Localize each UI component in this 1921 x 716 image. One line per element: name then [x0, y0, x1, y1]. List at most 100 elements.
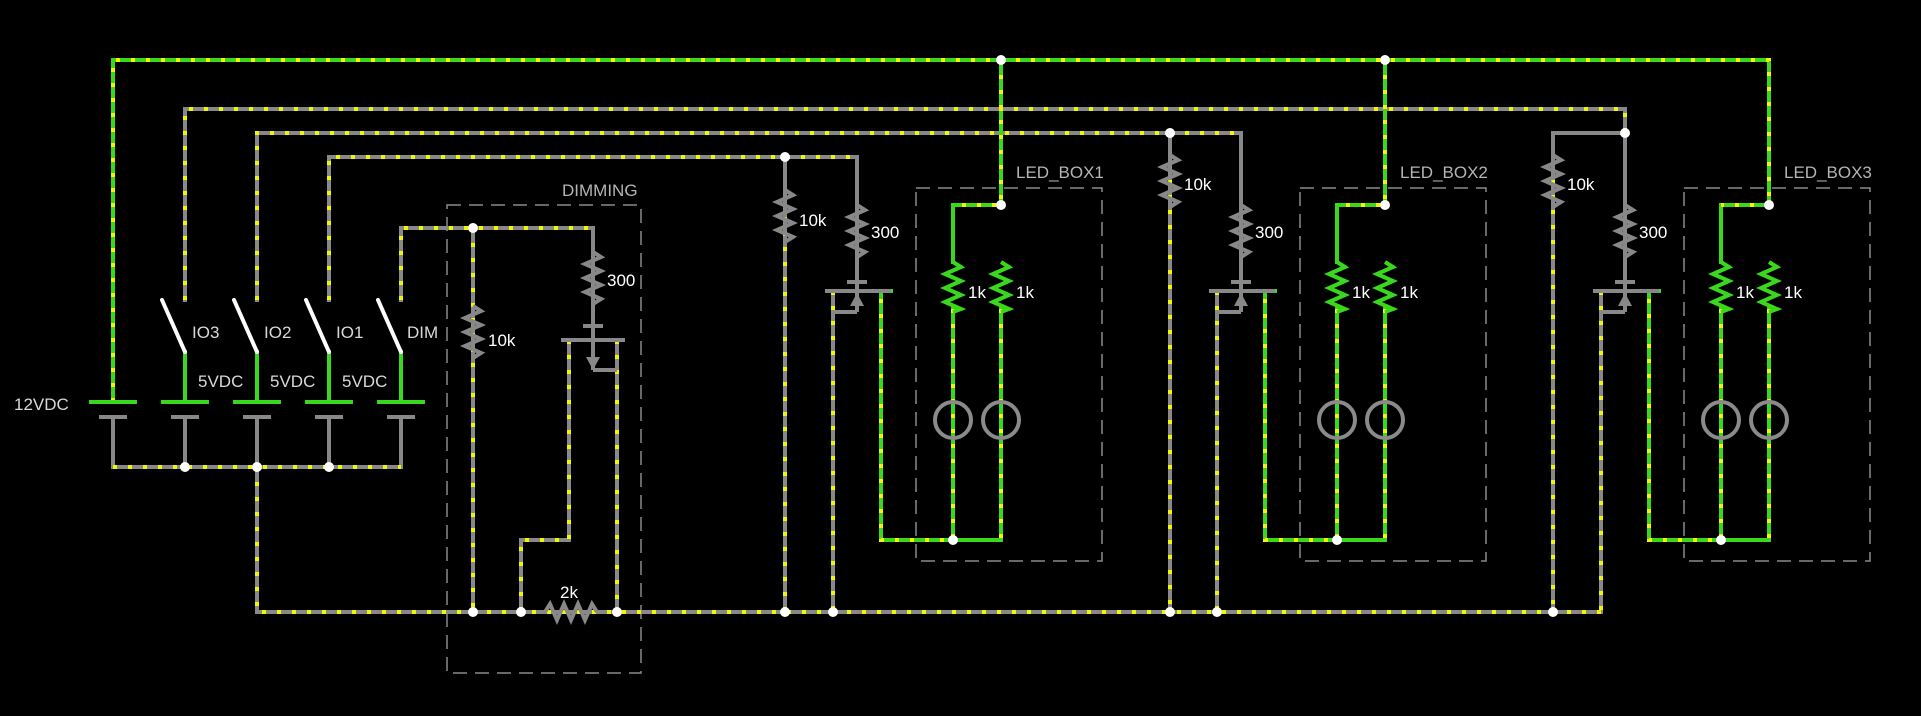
driver-1-gate-value: 300 — [871, 223, 899, 242]
battery-12v[interactable] — [89, 400, 137, 419]
dimming-box — [446, 204, 642, 674]
junction — [252, 462, 262, 472]
resistor-gate-3[interactable] — [1612, 203, 1638, 259]
led-return-3[interactable] — [1647, 289, 1723, 542]
led-box-2-outline — [1299, 187, 1487, 562]
junction — [1165, 128, 1175, 138]
driver-2-bias-value: 10k — [1184, 175, 1212, 194]
resistor-led-3a[interactable] — [1708, 260, 1735, 314]
led-2b-resistor-value: 1k — [1400, 283, 1418, 302]
junction — [780, 607, 790, 617]
junction — [180, 462, 190, 472]
junction — [1380, 200, 1390, 210]
driver-2-gate-value: 300 — [1255, 223, 1283, 242]
led-box-2-title: LED_BOX2 — [1400, 163, 1488, 182]
led-feed-1[interactable] — [951, 58, 1003, 264]
led-feed-3[interactable] — [1719, 203, 1771, 264]
resistor-gate-2[interactable] — [1228, 203, 1254, 259]
resistor-dimming-bias[interactable] — [460, 304, 486, 360]
switch-label-io3: IO3 — [192, 323, 219, 342]
driver-3-bias-value: 10k — [1567, 175, 1595, 194]
resistor-led-3b[interactable] — [1756, 260, 1783, 314]
junction — [1548, 607, 1558, 617]
batteries — [89, 400, 425, 419]
battery-5v-4[interactable] — [377, 400, 425, 419]
led-1a-resistor-value: 1k — [968, 283, 986, 302]
junction — [468, 223, 478, 233]
led-return-1b[interactable] — [951, 307, 1003, 542]
switch-io3[interactable] — [160, 298, 187, 354]
led-feed-2[interactable] — [1335, 58, 1387, 264]
transistors — [561, 280, 1659, 372]
module-boxes — [446, 187, 1871, 674]
led-box-1-outline — [915, 187, 1103, 562]
current-dots — [111, 58, 1771, 614]
junction — [1380, 55, 1390, 65]
supply-12v-label: 12VDC — [14, 395, 69, 414]
led-3a-resistor-value: 1k — [1736, 283, 1754, 302]
led-3b-resistor-value: 1k — [1784, 283, 1802, 302]
dimming-bias-value: 10k — [488, 331, 516, 350]
switch-label-io2: IO2 — [264, 323, 291, 342]
driver-3-gate-value: 300 — [1639, 223, 1667, 242]
dimming-title: DIMMING — [562, 181, 638, 200]
leds — [933, 400, 1789, 440]
battery-5v-3[interactable] — [305, 400, 353, 419]
led-3a[interactable] — [1701, 400, 1741, 440]
junction — [1165, 607, 1175, 617]
transistor-driver-1[interactable] — [825, 280, 891, 314]
resistor-gate-1[interactable] — [844, 203, 870, 259]
transistor-dimming[interactable] — [561, 324, 625, 372]
source-label-1: 5VDC — [198, 372, 243, 391]
junction — [996, 55, 1006, 65]
resistor-bias-2[interactable] — [1157, 153, 1183, 209]
junctions — [180, 55, 1774, 617]
junction — [516, 607, 526, 617]
battery-5v-2[interactable] — [233, 400, 281, 419]
junction — [996, 200, 1006, 210]
led-return-2[interactable] — [1263, 289, 1339, 542]
led-1a[interactable] — [933, 400, 973, 440]
battery-5v-1[interactable] — [161, 400, 209, 419]
led-return-2b[interactable] — [1335, 307, 1387, 542]
junction — [468, 607, 478, 617]
switches — [160, 298, 403, 354]
resistor-dimming-pot[interactable] — [543, 599, 599, 625]
resistor-led-2a[interactable] — [1324, 260, 1351, 314]
led-return-3b[interactable] — [1719, 307, 1771, 542]
dim-rail-wire[interactable] — [399, 226, 595, 302]
resistor-dimming-gate[interactable] — [580, 250, 606, 306]
junction — [324, 462, 334, 472]
switch-io1[interactable] — [304, 298, 331, 354]
led-return-1[interactable] — [879, 289, 955, 542]
junction — [828, 607, 838, 617]
led-2a[interactable] — [1317, 400, 1357, 440]
dimming-fet-wire[interactable] — [519, 338, 571, 614]
resistor-led-1a[interactable] — [940, 260, 967, 314]
switch-label-io1: IO1 — [336, 323, 363, 342]
led-2b[interactable] — [1365, 400, 1405, 440]
source-label-3: 5VDC — [342, 372, 387, 391]
switch-dim[interactable] — [376, 298, 403, 354]
io2-rail-wire[interactable] — [255, 131, 1243, 302]
junction — [1212, 607, 1222, 617]
io3-rail-wire[interactable] — [183, 107, 1627, 302]
junction — [1620, 128, 1630, 138]
transistor-driver-2[interactable] — [1209, 280, 1275, 314]
switch-io2[interactable] — [232, 298, 259, 354]
resistor-bias-1[interactable] — [772, 188, 798, 244]
junction — [612, 607, 622, 617]
transistor-driver-3[interactable] — [1593, 280, 1659, 314]
resistor-bias-3[interactable] — [1540, 153, 1566, 209]
resistor-led-1b[interactable] — [988, 260, 1015, 314]
led-3b[interactable] — [1749, 400, 1789, 440]
resistor-led-2b[interactable] — [1372, 260, 1399, 314]
supply-12v-rail[interactable] — [111, 58, 1771, 404]
switch-label-dim: DIM — [407, 323, 438, 342]
led-1b[interactable] — [981, 400, 1021, 440]
junction — [1332, 535, 1342, 545]
junction — [1716, 535, 1726, 545]
junction — [1764, 200, 1774, 210]
led-box-3-title: LED_BOX3 — [1784, 163, 1872, 182]
